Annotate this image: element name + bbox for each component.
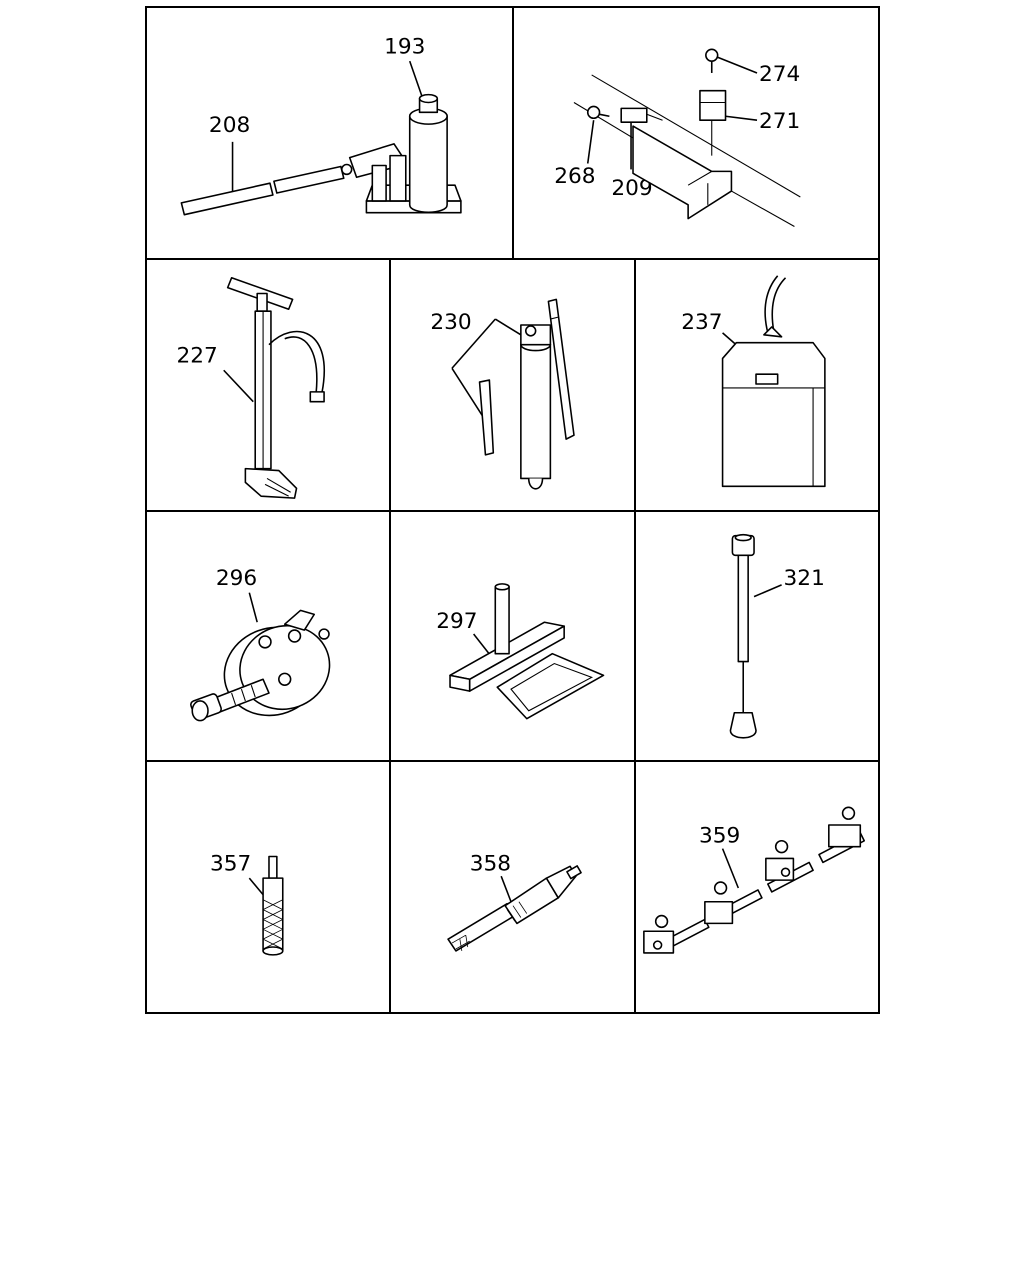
panel-foot-pump: 227 [145,258,391,512]
callout-227: 227 [177,343,218,368]
panel-installer: 358 [389,760,636,1014]
callout-237: 237 [681,310,722,335]
callout-274: 274 [759,62,800,87]
panel-grease-gun: 230 [389,258,636,512]
clips-drawing: 274 271 268 209 [554,48,801,227]
callout-321: 321 [784,566,825,591]
gauge-set-drawing: 359 [643,806,866,954]
installer-drawing: 358 [447,851,582,952]
grease-gun-drawing: 230 [430,298,575,490]
callout-193: 193 [384,34,425,59]
callout-357: 357 [210,851,251,876]
panel-slide-hammer: 321 [634,510,880,762]
callout-268: 268 [554,164,595,189]
callout-358: 358 [470,851,511,876]
callout-359: 359 [699,824,740,849]
panel-clips-and-screws: 274 271 268 209 [512,6,880,260]
stand-tool-drawing: 297 [436,583,605,720]
panel-bottle-jack: 193 208 [145,6,514,260]
panel-puller: 296 [145,510,391,762]
callout-296: 296 [216,566,257,591]
bottle-jack-drawing: 193 208 [180,34,462,216]
callout-297: 297 [436,609,477,634]
panel-gauge-set: 359 [634,760,880,1014]
callout-230: 230 [430,310,471,335]
foot-pump-drawing: 227 [177,276,325,499]
drift-drawing: 357 [210,851,284,956]
callout-208: 208 [209,113,250,138]
callout-271: 271 [759,109,800,134]
slide-hammer-drawing: 321 [729,533,825,739]
tester-box-drawing: 237 [681,275,826,488]
puller-drawing: 296 [190,566,331,722]
panel-stand-tool: 297 [389,510,636,762]
panel-drift: 357 [145,760,391,1014]
panel-tester-box: 237 [634,258,880,512]
